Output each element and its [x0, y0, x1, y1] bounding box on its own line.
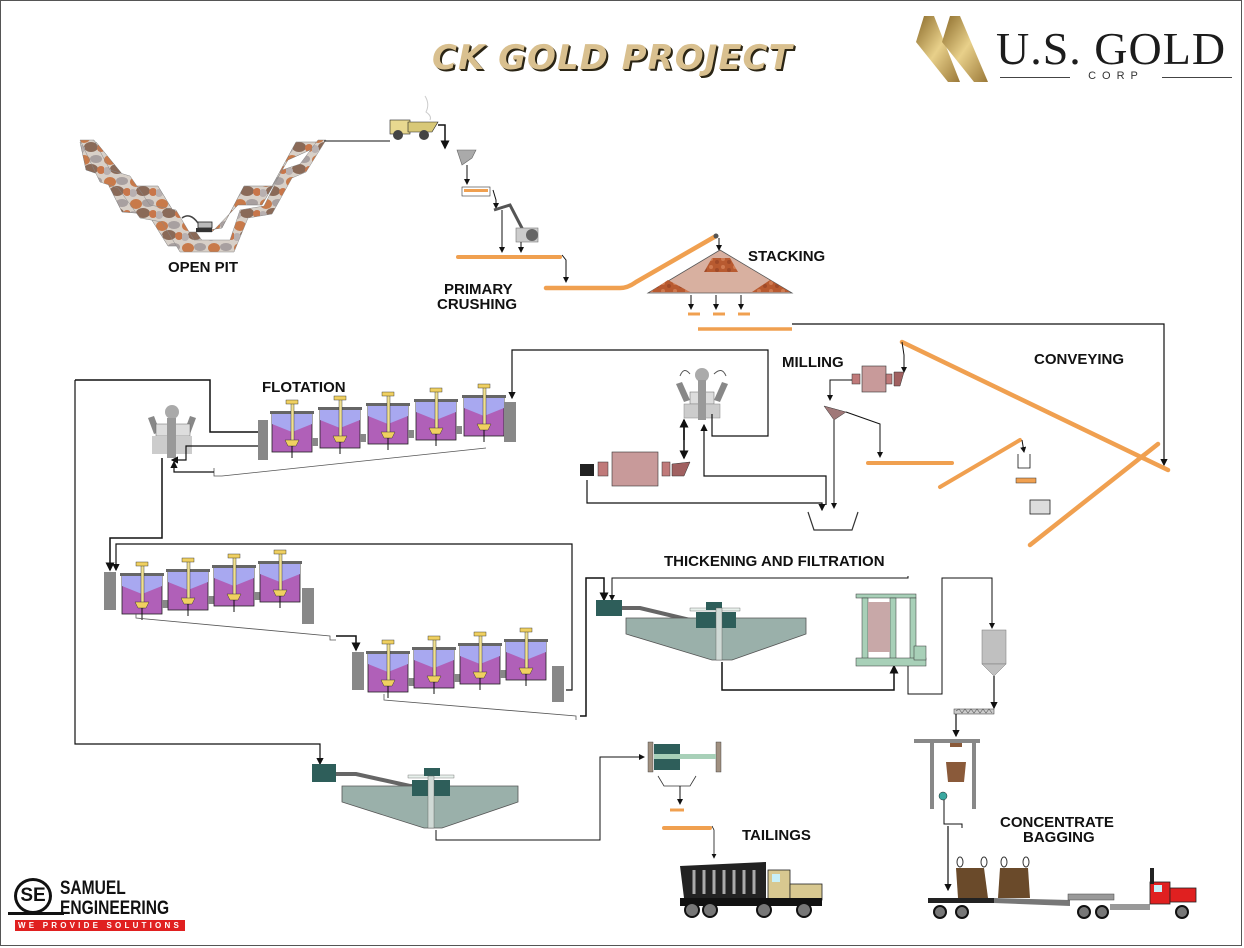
flotation-cell-icon: [412, 635, 460, 694]
rougher-flotation-cells: [270, 383, 506, 458]
tailings-label: TAILINGS: [742, 827, 811, 844]
pebble-conveyor-2: [938, 438, 1022, 489]
cyclone-cluster-icon: [676, 368, 728, 420]
regrind-cyclone-icon: [148, 405, 196, 458]
bagging-label-2: BAGGING: [1023, 829, 1095, 846]
haul-truck-icon: [389, 95, 439, 140]
cleaner2-feed-box: [352, 652, 364, 690]
flotation-cell-icon: [414, 387, 462, 446]
logo-rule-right: [1162, 77, 1232, 78]
thickening-filtration-section: THICKENING AND FILTRATION: [596, 553, 1007, 710]
milling-label: MILLING: [782, 354, 844, 371]
dump-truck-icon: [680, 862, 823, 918]
rougher-tail-box: [504, 402, 516, 442]
flotation-label: FLOTATION: [262, 379, 346, 396]
mill-feed-conveyor: [899, 339, 1171, 473]
flotation-cell-icon: [258, 549, 302, 608]
vibrating-screen-icon: [823, 405, 847, 421]
milling-section: MILLING: [508, 341, 907, 531]
concentrate-bagging-section: CONCENTRATE BAGGING: [914, 708, 1197, 919]
ball-mill-icon: [580, 451, 691, 487]
us-gold-wordmark: U.S. GOLD: [996, 23, 1227, 74]
cleaner-flotation-cells-1: [120, 549, 302, 620]
pebble-crusher-icon: [1029, 499, 1051, 515]
logo-rule-left: [1000, 77, 1070, 78]
flotation-cell-icon: [462, 383, 506, 442]
rougher-feed-box: [258, 420, 268, 460]
cleaner1-feed-box: [104, 572, 116, 610]
excavator-icon: [181, 215, 213, 232]
se-name-line1: SAMUEL: [60, 878, 126, 899]
concentrate-thickener-icon: [596, 600, 807, 661]
flotation-cell-icon: [366, 639, 414, 698]
se-underline: [8, 912, 64, 915]
flotation-cell-icon: [458, 631, 506, 690]
flatbed-truck-icon: [928, 856, 1197, 919]
stacker-conveyor: [543, 233, 719, 291]
tailings-filter-press-icon: [647, 741, 722, 773]
flotation-cell-icon: [318, 395, 366, 454]
bagging-frame-icon: [914, 739, 980, 809]
primary-crushing-section: PRIMARY CRUSHING: [389, 95, 719, 313]
thickening-filtration-label: THICKENING AND FILTRATION: [664, 553, 885, 570]
grizzly-feeder-icon: [461, 186, 491, 197]
stacking-label: STACKING: [748, 248, 825, 265]
cleaner-flotation-cells-2: [366, 627, 548, 698]
flotation-cell-icon: [166, 557, 214, 616]
page-title: CK GOLD PROJECT: [432, 38, 793, 78]
tailings-section: TAILINGS: [312, 741, 823, 918]
transfer-conveyor: [1027, 441, 1161, 548]
cleaner1-tail-box: [302, 588, 314, 624]
open-pit-section: OPEN PIT: [79, 139, 390, 276]
primary-crushing-label-1: PRIMARY: [444, 281, 513, 298]
flotation-cell-icon: [120, 561, 168, 620]
flotation-cell-icon: [270, 399, 318, 458]
se-name-line2: ENGINEERING: [60, 898, 170, 919]
us-gold-corp: CORP: [1088, 70, 1144, 82]
jaw-crusher-icon: [515, 227, 539, 243]
sag-mill-icon: [851, 365, 905, 393]
us-gold-logo-mark-icon: [916, 16, 988, 82]
cyclone-feed-sump-icon: [807, 511, 859, 531]
cleaner2-tail-box: [552, 666, 564, 702]
flotation-cell-icon: [366, 391, 414, 450]
flotation-section: FLOTATION: [74, 379, 609, 766]
scale-icon: [938, 791, 948, 801]
flotation-cell-icon: [212, 553, 260, 612]
screw-conveyor-icon: [953, 708, 995, 715]
dump-hopper-icon: [456, 149, 477, 166]
bagging-label-1: CONCENTRATE: [1000, 814, 1114, 831]
se-tagline: WE PROVIDE SOLUTIONS: [15, 920, 185, 931]
conveying-section: CONVEYING: [866, 339, 1171, 548]
tailings-thickener-icon: [312, 764, 519, 829]
stacking-section: STACKING: [646, 238, 1168, 467]
conveying-label: CONVEYING: [1034, 351, 1124, 368]
concentrate-filter-press-icon: [855, 593, 927, 667]
open-pit-label: OPEN PIT: [168, 259, 238, 276]
pit-walls-icon: [79, 139, 327, 253]
concentrate-bin-icon: [981, 629, 1007, 677]
primary-crushing-label-2: CRUSHING: [437, 296, 517, 313]
flotation-cell-icon: [504, 627, 548, 686]
